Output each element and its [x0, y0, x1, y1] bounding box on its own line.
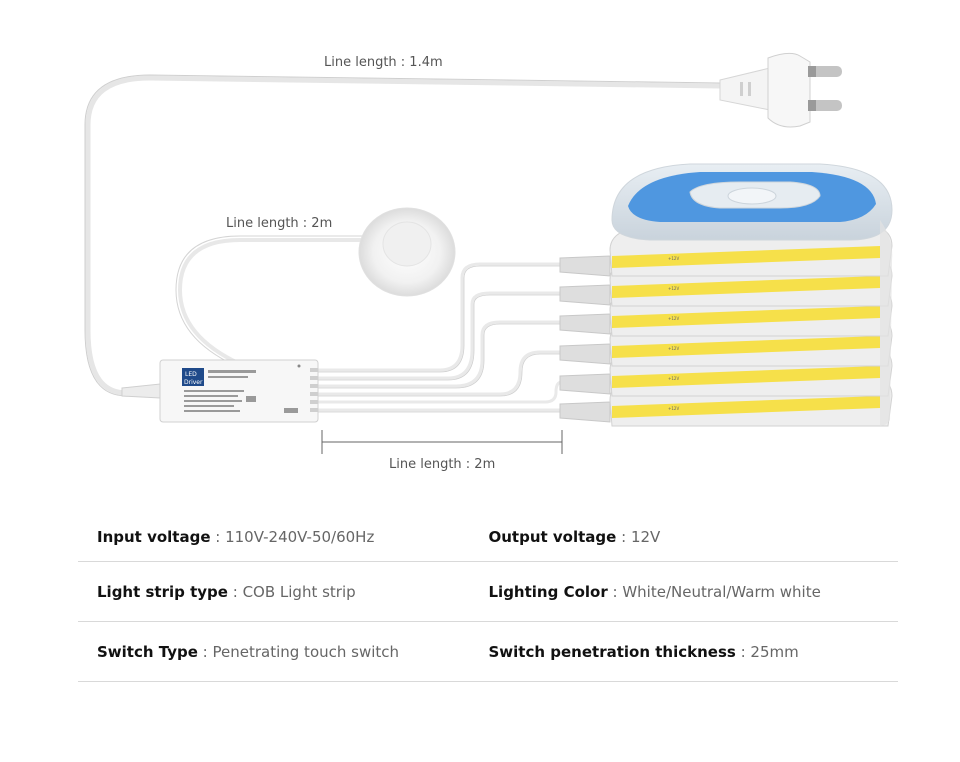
spec-output-voltage: Output voltage : 12V — [489, 528, 899, 546]
driver-input-plug — [121, 383, 161, 399]
output-cable-length-label: Line length : 2m — [389, 457, 495, 472]
spec-row: Light strip type : COB Light strip Light… — [78, 562, 898, 622]
switch-cable-edge — [175, 235, 362, 367]
spec-label: Input voltage — [97, 528, 211, 546]
spec-light-strip-type: Light strip type : COB Light strip — [78, 583, 507, 601]
product-diagram: +12V +12V +12V +12V +12V +12V — [84, 52, 893, 472]
power-cable-edge — [84, 74, 721, 397]
spec-label: Lighting Color — [488, 582, 608, 601]
strip-voltage-label: +12V — [668, 406, 679, 411]
spec-row: Input voltage : 110V-240V-50/60Hz Output… — [78, 513, 898, 562]
spec-switch-penetration-thickness: Switch penetration thickness : 25mm — [489, 643, 899, 661]
spec-input-voltage: Input voltage : 110V-240V-50/60Hz — [78, 528, 507, 546]
spec-value: 25mm — [750, 642, 799, 661]
spec-label: Output voltage — [488, 528, 617, 546]
spec-switch-type: Switch Type : Penetrating touch switch — [78, 643, 507, 661]
spec-separator: : — [616, 528, 631, 546]
led-strip-reels: +12V +12V +12V +12V +12V +12V — [609, 163, 893, 427]
driver-badge-line1: LED — [185, 371, 197, 378]
strip-connectors — [559, 255, 611, 423]
spec-table: Input voltage : 110V-240V-50/60Hz Output… — [78, 513, 898, 682]
reel-top — [611, 163, 893, 241]
spec-separator: : — [197, 642, 213, 661]
strip-voltage-label: +12V — [668, 376, 679, 381]
spec-lighting-color: Lighting Color : White/Neutral/Warm whit… — [489, 583, 899, 601]
spec-separator: : — [210, 528, 226, 546]
spec-row: Switch Type : Penetrating touch switch S… — [78, 622, 898, 682]
output-cables-edge — [318, 265, 560, 413]
spec-value: White/Neutral/Warm white — [622, 582, 821, 601]
spec-value: Penetrating touch switch — [212, 642, 400, 661]
spec-label: Switch Type — [97, 642, 198, 661]
output-length-bracket — [321, 430, 563, 454]
spec-separator: : — [227, 582, 243, 601]
strip-voltage-label: +12V — [668, 346, 679, 351]
led-driver-box: LED Driver — [159, 359, 319, 423]
touch-switch-pad — [358, 207, 456, 297]
reel-side-shade — [880, 220, 893, 426]
spec-value: 110V-240V-50/60Hz — [225, 528, 375, 546]
strip-voltage-label: +12V — [668, 256, 679, 261]
eu-plug-icon — [719, 52, 842, 128]
spec-label: Light strip type — [97, 582, 228, 601]
spec-label: Switch penetration thickness — [488, 642, 736, 661]
plug-cable-length-label: Line length : 1.4m — [324, 55, 443, 70]
spec-separator: : — [735, 642, 751, 661]
strip-voltage-label: +12V — [668, 316, 679, 321]
strip-voltage-label: +12V — [668, 286, 679, 291]
spec-value: COB Light strip — [242, 582, 356, 601]
spec-separator: : — [607, 582, 623, 601]
driver-badge-line2: Driver — [184, 379, 203, 386]
spec-value: 12V — [630, 528, 661, 546]
power-cable — [85, 75, 723, 396]
switch-cable — [177, 238, 362, 366]
switch-cable-length-label: Line length : 2m — [226, 216, 332, 231]
